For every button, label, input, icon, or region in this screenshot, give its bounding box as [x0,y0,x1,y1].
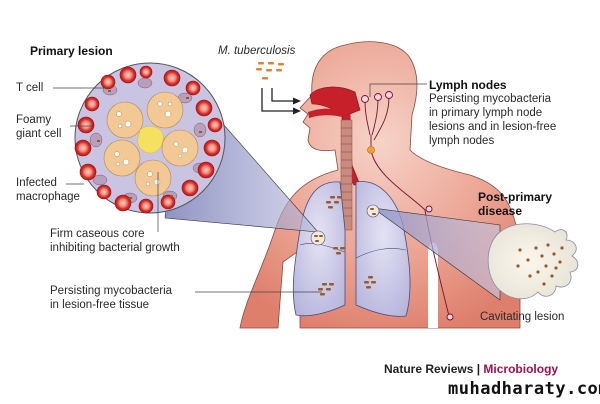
credit-separator: | [476,362,481,376]
lymph-node [446,313,454,321]
armpit-notch-right [428,242,438,328]
post-primary-title-line1: Post-primary [478,190,553,204]
cavitating-lesion [487,223,579,300]
lymph-node-infected [367,146,375,154]
caseous-core-label-line1: Firm caseous core [50,228,145,240]
arrow-head-icon [293,107,301,115]
inhalation-arrows [261,88,295,112]
persisting-tissue-label-line2: in lesion-free tissue [50,299,150,311]
lymph-node [361,95,369,103]
journal-name: Nature Reviews [384,362,474,376]
persisting-tissue-label-line1: Persisting mycobacteria [50,285,173,297]
t-cell-label: T cell [16,82,44,94]
lymph-node [385,91,393,99]
lymph-node [374,93,382,101]
mouth-passage [308,108,343,118]
foamy-giant-cell-label-line2: giant cell [16,128,62,140]
post-primary-focus [366,204,380,218]
leader-lines [53,87,322,293]
post-primary-title-line2: disease [478,204,523,218]
infected-macrophage-label-line2: macrophage [16,191,80,203]
journal-credit: Nature Reviews | Microbiology [384,362,558,376]
lymphatic-system [361,83,454,321]
lymph-nodes-desc-line4: lymph nodes [429,135,495,147]
watermark: muhadharaty.com [448,379,600,399]
lymph-nodes-desc-line1: Persisting mycobacteria [429,93,552,105]
granuloma [74,62,226,214]
m-tuberculosis-label: M. tuberculosis [218,45,296,57]
caseous-core [137,126,164,154]
infected-macrophage-label-line1: Infected [16,177,57,189]
cavitating-lesion-label: Cavitating lesion [480,311,565,323]
trachea [340,119,353,231]
primary-lesion-focus [310,230,326,246]
cavity-bacteria [516,243,564,286]
primary-lesion-title: Primary lesion [30,44,113,58]
lung-bacteria [318,196,376,296]
inhaled-bacilli [256,62,284,80]
foamy-giant-cells [103,91,199,197]
arrow-head-icon [293,97,301,105]
journal-section: Microbiology [483,362,559,376]
lymph-node [425,205,433,213]
lymph-nodes-desc-line2: in primary lymph node [429,107,543,119]
lung-left [292,181,346,317]
caseous-core-label-line2: inhibiting bacterial growth [50,242,180,254]
lymph-nodes-title: Lymph nodes [429,78,507,92]
foamy-giant-cell-label-line1: Foamy [16,114,52,126]
lymph-nodes-desc-line3: lesions and in lesion-free [429,121,557,133]
t-cells [74,65,223,214]
